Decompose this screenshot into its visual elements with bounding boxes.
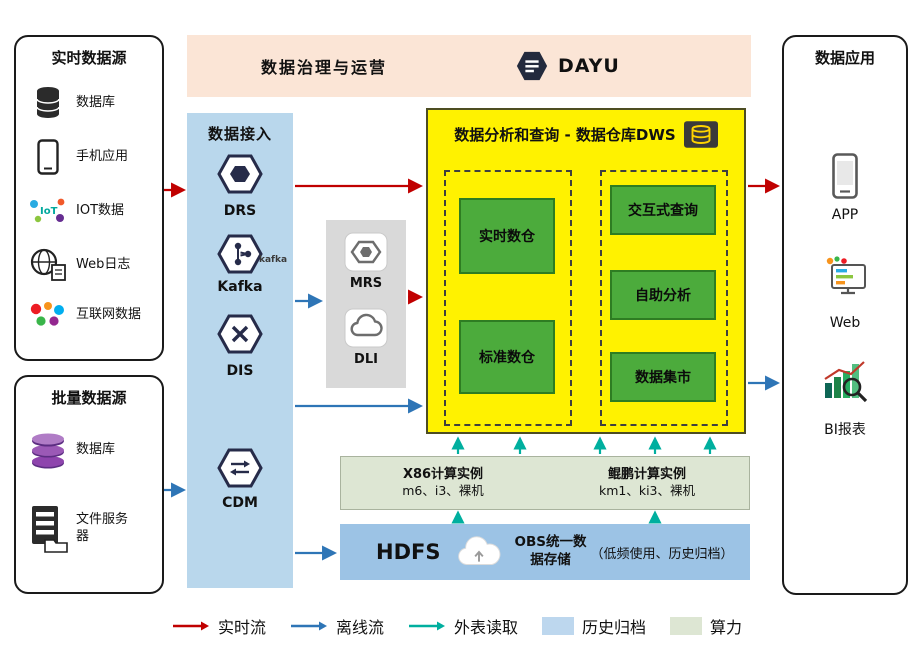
source-label: Web日志 xyxy=(76,256,131,272)
source-item-internet-data: 互联网数据 xyxy=(26,291,156,339)
file-server-icon xyxy=(26,504,70,554)
realtime-flow-arrow-icon xyxy=(172,620,210,632)
dayu-label: DAYU xyxy=(558,55,620,77)
source-label: 手机应用 xyxy=(76,148,129,164)
self-service-analysis-box: 自助分析 xyxy=(610,270,716,320)
archive-swatch xyxy=(542,617,574,635)
drs-label: DRS xyxy=(223,203,257,219)
kunpeng-compute-spec: km1、ki3、裸机 xyxy=(598,483,696,499)
governance-banner: 数据治理与运营 DAYU xyxy=(187,35,751,97)
legend-label: 外表读取 xyxy=(453,618,518,637)
realtime-sources-title: 实时数据源 xyxy=(51,49,127,67)
governance-title: 数据治理与运营 xyxy=(261,58,388,77)
bi-report-label: BI报表 xyxy=(824,422,866,438)
source-label: 文件服务器 xyxy=(76,512,129,544)
legend-item-realtime: 实时流 xyxy=(172,614,266,638)
processing-panel: MRS DLI xyxy=(326,220,406,388)
legend-label: 实时流 xyxy=(217,618,266,637)
web-monitor-icon xyxy=(784,255,906,297)
obs-cloud-icon xyxy=(454,535,504,569)
web-log-icon xyxy=(26,248,70,282)
dayu-icon xyxy=(515,49,549,83)
dws-warehouse-group: 实时数仓 标准数仓 xyxy=(444,170,572,426)
dis-hexagon-icon xyxy=(187,313,293,355)
kunpeng-compute-block: 鲲鹏计算实例 km1、ki3、裸机 xyxy=(545,457,749,509)
dis-label: DIS xyxy=(226,363,254,379)
compute-swatch xyxy=(670,617,703,635)
legend-label: 历史归档 xyxy=(582,618,647,637)
dws-title: 数据分析和查询 - 数据仓库DWS xyxy=(454,126,676,144)
kunpeng-compute-title: 鲲鹏计算实例 xyxy=(607,466,686,482)
svg-text:IoT: IoT xyxy=(40,206,58,217)
compute-instances-panel: X86计算实例 m6、i3、裸机 鲲鹏计算实例 km1、ki3、裸机 xyxy=(340,456,750,510)
external-read-arrow-icon xyxy=(408,620,446,632)
bi-report-icon xyxy=(784,359,906,403)
legend: 实时流 离线流 外表读取 历史归档 算力 xyxy=(0,614,914,638)
mrs-label: MRS xyxy=(349,276,383,291)
database-icon xyxy=(26,86,70,120)
data-ingestion-title: 数据接入 xyxy=(207,125,272,143)
cdm-hexagon-icon xyxy=(187,447,293,489)
web-label: Web xyxy=(829,315,861,331)
source-label: 数据库 xyxy=(76,441,116,457)
source-item-iot: IoT IOT数据 xyxy=(26,187,156,235)
iot-icon: IoT xyxy=(26,195,70,227)
batch-sources-title: 批量数据源 xyxy=(51,389,127,407)
source-label: 互联网数据 xyxy=(76,306,142,322)
obs-label: OBS统一数据存储 xyxy=(514,534,587,568)
x86-compute-spec: m6、i3、裸机 xyxy=(402,483,484,499)
internet-data-icon xyxy=(26,299,70,331)
kafka-hexagon-icon xyxy=(187,233,293,275)
realtime-warehouse-box: 实时数仓 xyxy=(459,198,555,274)
drs-hexagon-icon xyxy=(187,153,293,195)
kafka-logo-text: kafka xyxy=(259,255,288,265)
source-item-batch-database: 数据库 xyxy=(26,423,156,477)
dayu-logo: DAYU xyxy=(515,49,620,83)
legend-item-offline: 离线流 xyxy=(290,614,384,638)
batch-sources-panel: 批量数据源 数据库 xyxy=(14,375,164,594)
data-mart-box: 数据集市 xyxy=(610,352,716,402)
app-phone-icon xyxy=(784,153,906,199)
cdm-label: CDM xyxy=(222,495,258,511)
data-applications-title: 数据应用 xyxy=(814,49,875,67)
legend-label: 算力 xyxy=(710,618,743,637)
standard-warehouse-box: 标准数仓 xyxy=(459,320,555,394)
realtime-sources-panel: 实时数据源 数据库 手机应用 xyxy=(14,35,164,361)
source-item-mobile-app: 手机应用 xyxy=(26,133,156,181)
legend-item-archive: 历史归档 xyxy=(542,614,646,638)
dli-label: DLI xyxy=(354,352,378,367)
dws-panel: 数据分析和查询 - 数据仓库DWS 实时数仓 标准数仓 交互式查询 自助分析 数… xyxy=(426,108,746,434)
dws-title-row: 数据分析和查询 - 数据仓库DWS xyxy=(428,121,744,148)
phone-icon xyxy=(26,139,70,175)
storage-panel: HDFS OBS统一数据存储 （低频使用、历史归档） xyxy=(340,524,750,580)
legend-label: 离线流 xyxy=(335,618,384,637)
x86-compute-title: X86计算实例 xyxy=(402,466,484,482)
hdfs-label: HDFS xyxy=(376,540,441,564)
app-label: APP xyxy=(831,207,859,223)
legend-item-compute: 算力 xyxy=(670,614,742,638)
source-item-database: 数据库 xyxy=(26,79,156,127)
obs-note: （低频使用、历史归档） xyxy=(590,546,734,562)
source-item-web-log: Web日志 xyxy=(26,241,156,289)
source-item-file-server: 文件服务器 xyxy=(26,499,156,559)
data-applications-panel: 数据应用 APP Web xyxy=(782,35,908,595)
mrs-icon xyxy=(326,232,406,272)
purple-database-icon xyxy=(26,428,70,472)
dli-cloud-icon xyxy=(326,308,406,348)
kafka-label: Kafka xyxy=(217,279,263,295)
source-label: 数据库 xyxy=(76,94,116,110)
source-label: IOT数据 xyxy=(76,202,125,218)
dws-database-icon xyxy=(683,121,718,148)
legend-item-external-read: 外表读取 xyxy=(408,614,518,638)
x86-compute-block: X86计算实例 m6、i3、裸机 xyxy=(341,457,545,509)
interactive-query-box: 交互式查询 xyxy=(610,185,716,235)
offline-flow-arrow-icon xyxy=(290,620,328,632)
dws-analysis-group: 交互式查询 自助分析 数据集市 xyxy=(600,170,728,426)
data-ingestion-panel: 数据接入 DRS kafka Kafka DIS xyxy=(187,113,293,588)
